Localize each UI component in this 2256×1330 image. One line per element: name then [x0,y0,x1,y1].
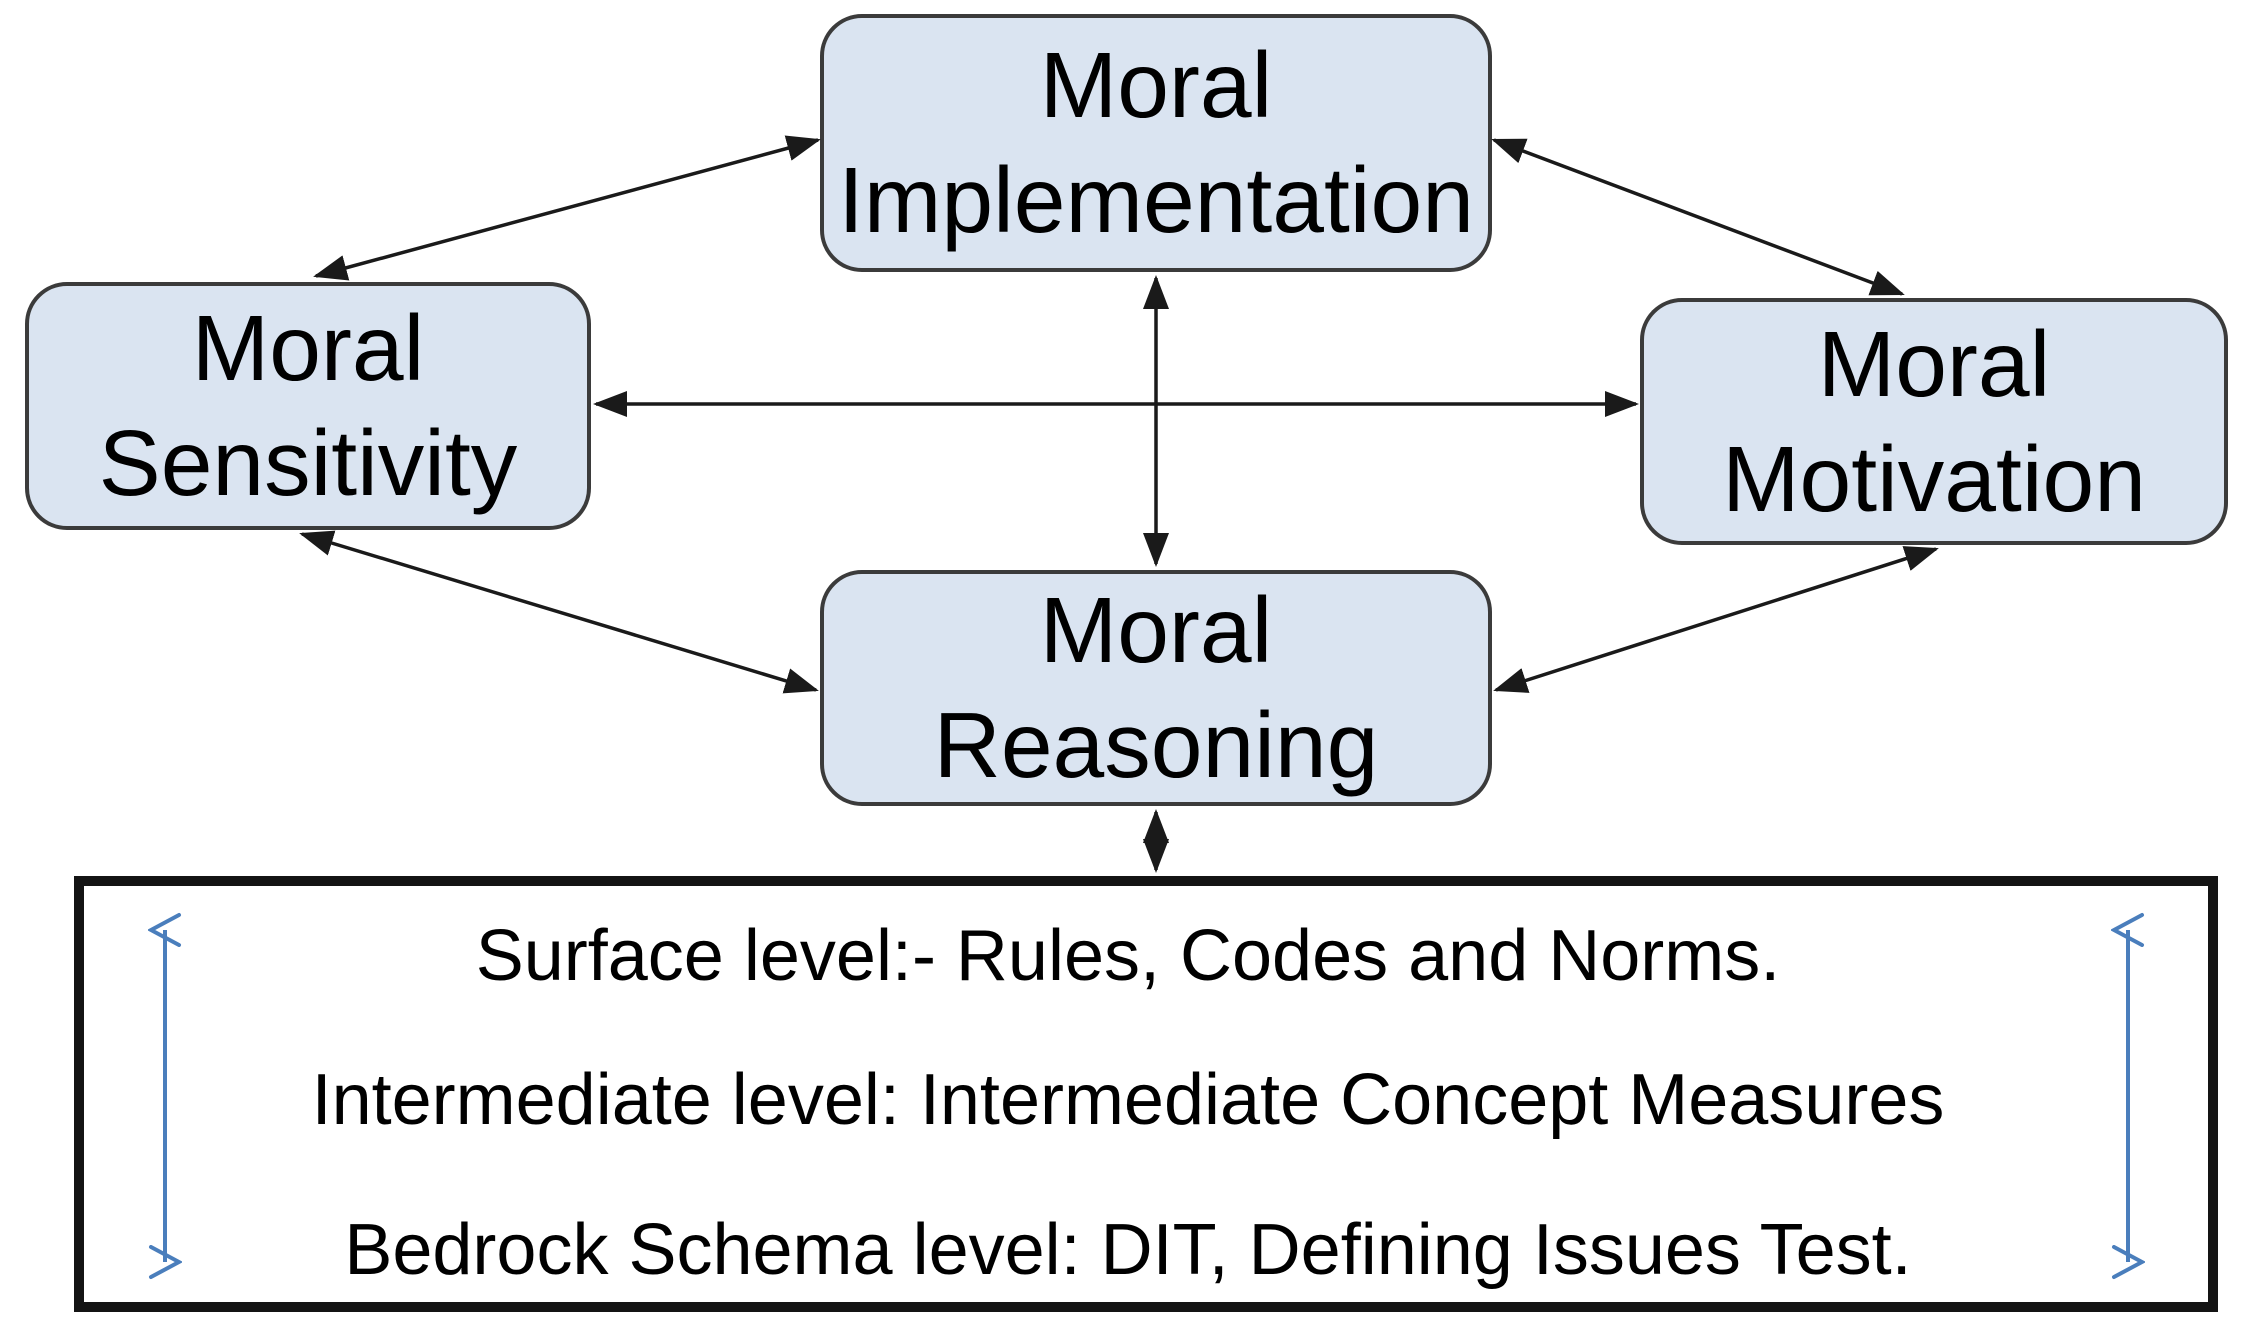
node-moral-implementation: Moral Implementation [820,14,1492,272]
node-moral-motivation-line1: Moral [1817,311,2051,416]
node-moral-reasoning: Moral Reasoning [820,570,1492,806]
measurement-levels-box [74,876,2218,1312]
surface-level-text: Surface level:- Rules, Codes and Norms. [475,916,1781,996]
node-moral-motivation-line2: Motivation [1722,426,2146,531]
node-moral-implementation-line1: Moral [1039,33,1273,137]
node-moral-sensitivity: Moral Sensitivity [25,282,591,530]
node-moral-reasoning-line1: Moral [1039,578,1273,682]
double-arrow-reasoning-motivation-icon [1493,546,1939,693]
node-moral-implementation-line2: Implementation [838,148,1474,252]
intermediate-level-text: Intermediate level: Intermediate Concept… [311,1060,1945,1140]
node-moral-motivation: Moral Motivation [1640,298,2228,545]
bedrock-level-text: Bedrock Schema level: DIT, Defining Issu… [344,1210,1912,1290]
node-moral-reasoning-line2: Reasoning [933,693,1379,797]
double-arrow-sensitivity-implementation-icon [313,135,821,281]
node-moral-sensitivity-line2: Sensitivity [98,411,518,515]
double-arrow-implementation-motivation-icon [1491,138,1905,296]
node-moral-sensitivity-line1: Moral [191,296,425,400]
double-arrow-sensitivity-reasoning-icon [299,530,819,694]
